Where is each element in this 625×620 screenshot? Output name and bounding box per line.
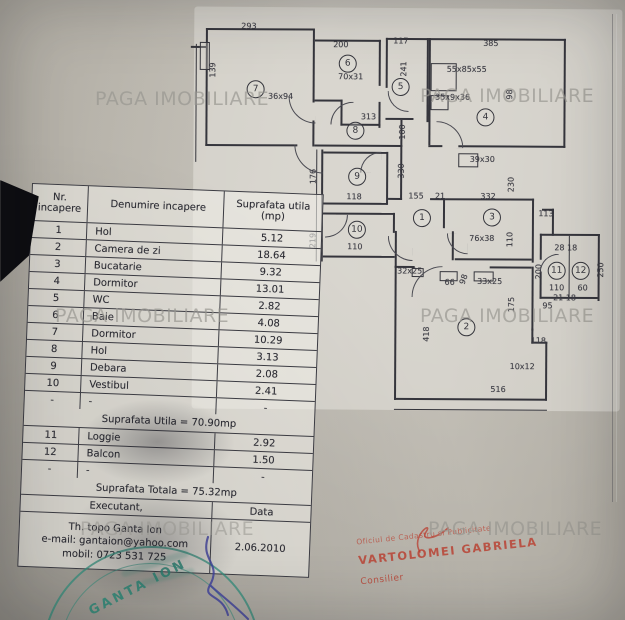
room-number-9: 9 xyxy=(348,167,367,186)
dimension-label: 60 xyxy=(577,283,588,293)
dimension-label: 118 xyxy=(346,192,362,202)
header-suprafata-unit: (mp) xyxy=(260,210,286,223)
dimension-label: 332 xyxy=(480,191,496,201)
watermark: PAGA IMOBILIARE xyxy=(55,305,230,327)
dimension-label: 21 18 xyxy=(553,293,577,303)
table-cell: 10 xyxy=(25,373,82,393)
room-number-5: 5 xyxy=(391,77,410,97)
wall-segment xyxy=(394,397,548,401)
dimension-label: 241 xyxy=(399,61,409,77)
wall-segment xyxy=(531,198,535,263)
dimension-label: 76x38 xyxy=(469,233,495,243)
dimension-label: 200 xyxy=(534,264,544,280)
dimension-label: 70x31 xyxy=(338,72,364,82)
room-number-8: 8 xyxy=(346,121,365,140)
table-cell: 11 xyxy=(23,425,80,444)
dimension-label: 293 xyxy=(241,21,257,31)
dimension-label: 117 xyxy=(393,36,409,46)
wall-segment xyxy=(545,341,548,401)
wall-segment xyxy=(454,258,532,261)
dimension-label: 66 xyxy=(444,277,455,287)
room-number-6: 6 xyxy=(338,54,357,73)
door-swing-arc xyxy=(446,233,468,255)
wall-segment xyxy=(314,144,403,147)
paper-fold-highlight xyxy=(616,14,617,502)
door-swing-arc xyxy=(436,121,464,149)
dimension-label: 139 xyxy=(208,62,218,78)
wall-segment xyxy=(378,39,381,86)
table-cell: 1 xyxy=(30,221,88,240)
dimension-label: 516 xyxy=(490,384,506,395)
watermark: PAGA IMOBILIARE xyxy=(428,518,603,540)
wall-segment xyxy=(489,266,532,269)
dimension-label: 55x85x55 xyxy=(446,64,487,74)
dimension-label: 32x25 xyxy=(397,266,423,276)
wall-segment xyxy=(442,198,446,229)
wall-segment xyxy=(205,143,298,147)
dimension-label: 98 xyxy=(457,272,470,286)
wall-segment xyxy=(323,202,388,205)
dimension-label: 21 xyxy=(434,191,446,201)
dimension-label: 33x25 xyxy=(477,276,503,286)
watermark: PAGA IMOBILIARE xyxy=(420,85,595,107)
dimension-label: 110 xyxy=(548,283,565,293)
dimension-label: 118 xyxy=(530,336,546,346)
table-cell: 8 xyxy=(26,339,83,359)
wall-segment xyxy=(314,99,343,102)
header-nr-incapere: Nr. incapere xyxy=(31,184,89,223)
room-number-10: 10 xyxy=(347,220,366,239)
room-number-1: 1 xyxy=(412,209,432,228)
dimension-label: 110 xyxy=(505,231,515,248)
door-swing-arc xyxy=(324,214,348,238)
room-number-12: 12 xyxy=(571,261,590,280)
wall-segment xyxy=(392,212,395,233)
dimension-label: 418 xyxy=(421,326,431,342)
dimension-label: 39x30 xyxy=(469,154,495,164)
paper-fold-line xyxy=(612,14,613,502)
wall-segment xyxy=(385,37,388,88)
room-number-11: 11 xyxy=(547,261,566,280)
watermark: PAGA IMOBILIARE xyxy=(95,88,270,110)
room-number-3: 3 xyxy=(482,208,502,227)
dimension-label: 100 xyxy=(397,124,407,140)
table-cell: 3 xyxy=(29,254,87,274)
dimension-label: 155 xyxy=(408,191,424,201)
wall-segment xyxy=(458,145,566,148)
table-cell: 4 xyxy=(28,271,86,291)
dimension-label: 250 xyxy=(596,262,606,278)
dimension-label: 313 xyxy=(360,112,377,122)
dimension-label: 113 xyxy=(538,209,554,219)
dimension-label: 200 xyxy=(333,40,349,50)
wall-segment xyxy=(388,197,403,200)
wall-segment xyxy=(393,408,547,411)
red-initials-signature xyxy=(416,527,449,553)
header-suprafata: Suprafata utila (mp) xyxy=(223,191,322,231)
header-denumire: Denumire incapere xyxy=(87,186,225,228)
dimension-label: 330 xyxy=(396,163,406,179)
dimension-label: 36x94 xyxy=(268,91,294,101)
wall-segment xyxy=(312,120,315,147)
table-cell: 12 xyxy=(22,442,79,461)
dimension-label: 176 xyxy=(308,168,318,185)
table-cell: 9 xyxy=(25,356,83,376)
watermark: PAGA IMOBILIARE xyxy=(80,518,255,540)
door-swing-arc xyxy=(330,101,354,125)
handwritten-signature xyxy=(205,535,250,620)
table-cell: 2 xyxy=(30,237,87,257)
wall-segment xyxy=(539,233,542,260)
wall-segment xyxy=(322,255,395,258)
dimension-label: 385 xyxy=(483,38,499,48)
dimension-label: 110 xyxy=(347,242,363,252)
wall-segment xyxy=(205,27,314,31)
dimension-label: 230 xyxy=(506,176,516,193)
dimension-label: 28 18 xyxy=(554,243,578,253)
wall-segment xyxy=(394,265,397,400)
room-number-4: 4 xyxy=(476,108,495,127)
dimension-label: 10x12 xyxy=(509,362,535,372)
watermark: PAGA IMOBILIARE xyxy=(420,305,595,327)
